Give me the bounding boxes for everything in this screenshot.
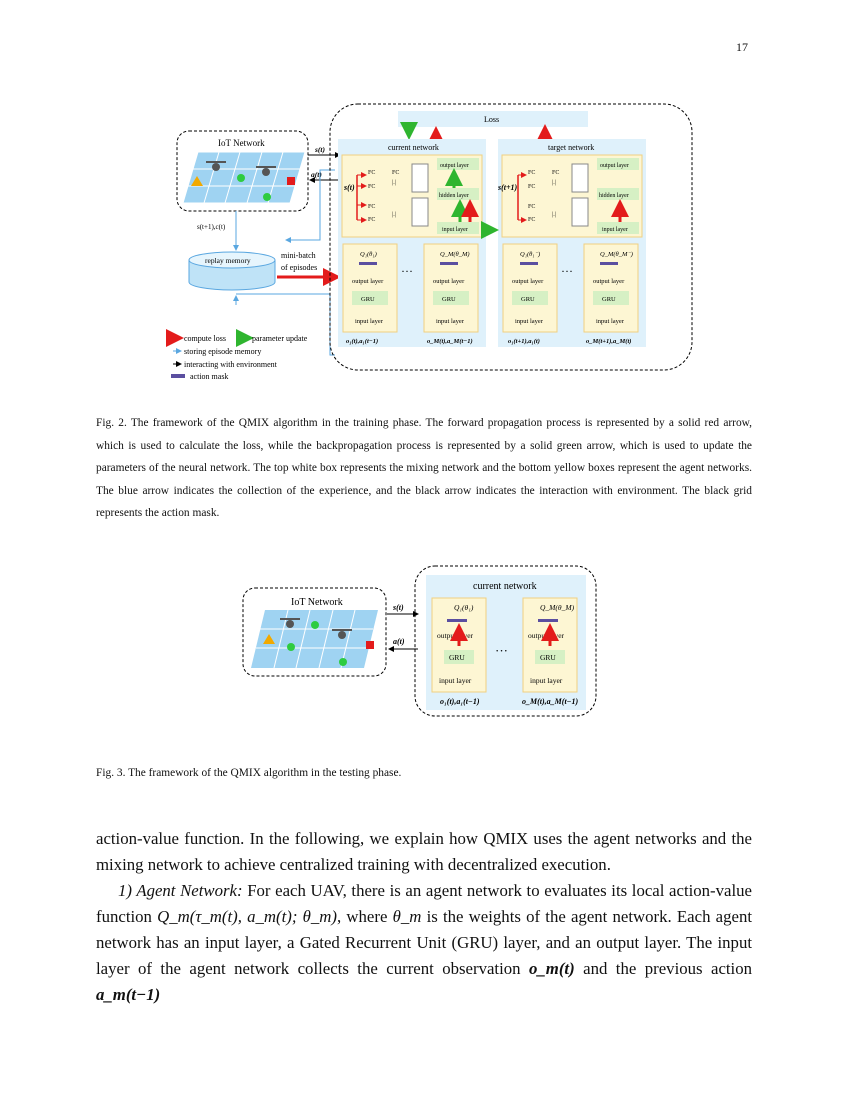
svg-text:GRU: GRU: [442, 296, 456, 303]
page-number: 17: [736, 40, 748, 54]
replay-memory-label: replay memory: [205, 256, 251, 265]
svg-text:FC: FC: [368, 184, 375, 190]
st1-label-mix: s(t+1): [497, 183, 518, 192]
uav-icon: [206, 161, 226, 171]
svg-text:GRU: GRU: [521, 296, 535, 303]
st-label-mix: s(t): [343, 183, 355, 192]
svg-text:output layer: output layer: [512, 278, 544, 285]
svg-text:input layer: input layer: [515, 318, 544, 325]
svg-text:|.|: |.|: [552, 180, 556, 186]
triangle-icon: [191, 176, 203, 186]
svg-text:compute loss: compute loss: [184, 334, 226, 343]
current-network-title: current network: [388, 143, 439, 152]
svg-text:o_M(t),a_M(t−1): o_M(t),a_M(t−1): [427, 338, 473, 345]
paragraph-1: action-value function. In the following,…: [96, 829, 752, 874]
svg-text:output layer: output layer: [433, 278, 465, 285]
iot-network-box: IoT Network: [176, 130, 309, 212]
svg-text:Q_M(θ_M): Q_M(θ_M): [540, 603, 575, 612]
st-label: s(t): [314, 145, 326, 154]
svg-text:output layer: output layer: [437, 631, 474, 640]
svg-text:Q₁(θ₁): Q₁(θ₁): [454, 603, 474, 612]
iot-network-box-fig3: IoT Network: [242, 587, 387, 677]
svg-text:output layer: output layer: [352, 278, 384, 285]
svg-text:parameter update: parameter update: [252, 334, 308, 343]
svg-text:Q_M(θ_M⁻): Q_M(θ_M⁻): [600, 251, 633, 258]
svg-text:···: ···: [401, 264, 413, 278]
iot-title: IoT Network: [218, 138, 265, 148]
svg-text:output layer: output layer: [593, 278, 625, 285]
svg-text:input layer: input layer: [442, 227, 468, 233]
svg-text:···: ···: [561, 264, 573, 278]
loss-label: Loss: [484, 115, 499, 124]
mini-batch-label-2: of episodes: [281, 263, 317, 272]
svg-text:|.|: |.|: [392, 180, 396, 186]
svg-text:s(t): s(t): [392, 603, 404, 612]
svg-text:GRU: GRU: [540, 653, 556, 662]
svg-text:GRU: GRU: [449, 653, 465, 662]
svg-text:FC: FC: [368, 217, 375, 223]
svg-text:IoT Network: IoT Network: [291, 597, 343, 608]
agent-networks: output layer GRU input layer Q₁(θ₁) outp…: [342, 243, 639, 345]
mini-batch-label-1: mini-batch: [281, 251, 316, 260]
svg-text:FC: FC: [552, 170, 559, 176]
svg-text:FC: FC: [392, 170, 399, 176]
svg-text:input layer: input layer: [355, 318, 384, 325]
svg-text:Q₁(θ₁⁻): Q₁(θ₁⁻): [520, 251, 540, 258]
svg-text:output layer: output layer: [528, 631, 565, 640]
svg-text:o_M(t+1),a_M(t): o_M(t+1),a_M(t): [586, 338, 631, 345]
svg-text:GRU: GRU: [602, 296, 616, 303]
svg-text:FC: FC: [528, 170, 535, 176]
target-network-title: target network: [548, 143, 594, 152]
red-square-icon: [287, 177, 295, 185]
paragraph-2: 1) Agent Network: For each UAV, there is…: [96, 881, 753, 1004]
svg-text:action mask: action mask: [190, 372, 228, 381]
svg-text:FC: FC: [528, 217, 535, 223]
figure-3: IoT Network s(t) a(t) current network Q₁…: [0, 560, 850, 720]
svg-text:interacting with environment: interacting with environment: [184, 360, 278, 369]
svg-text:o₁(t+1),a₁(t): o₁(t+1),a₁(t): [508, 338, 540, 345]
svg-text:input layer: input layer: [436, 318, 465, 325]
svg-text:FC: FC: [528, 204, 535, 210]
svg-text:FC: FC: [368, 204, 375, 210]
st1-ct-label: s(t+1),c(t): [197, 223, 226, 231]
svg-text:current network: current network: [473, 581, 537, 592]
at-label: a(t): [311, 170, 322, 179]
svg-text:|.|: |.|: [392, 212, 396, 218]
svg-text:o₁(t),a₁(t−1): o₁(t),a₁(t−1): [440, 697, 480, 706]
svg-text:hidden layer: hidden layer: [439, 193, 469, 199]
green-dot-icon: [237, 174, 245, 182]
svg-text:output layer: output layer: [600, 163, 629, 169]
svg-text:GRU: GRU: [361, 296, 375, 303]
legend: compute loss parameter update storing ep…: [166, 329, 308, 381]
svg-text:Q₁(θ₁): Q₁(θ₁): [360, 251, 377, 258]
svg-text:|.|: |.|: [552, 212, 556, 218]
svg-text:a(t): a(t): [393, 637, 405, 646]
green-dot-icon: [263, 193, 271, 201]
svg-text:o_M(t),a_M(t−1): o_M(t),a_M(t−1): [522, 697, 579, 706]
svg-text:hidden layer: hidden layer: [599, 193, 629, 199]
body-text: action-value function. In the following,…: [96, 826, 752, 1008]
svg-text:input layer: input layer: [602, 227, 628, 233]
figure-2-caption: Fig. 2. The framework of the QMIX algori…: [96, 417, 752, 520]
svg-text:storing episode memory: storing episode memory: [184, 347, 261, 356]
agent-network-heading: 1) Agent Network:: [118, 881, 243, 900]
svg-text:o₁(t),a₁(t−1): o₁(t),a₁(t−1): [346, 338, 378, 345]
svg-text:input layer: input layer: [530, 676, 563, 685]
svg-text:input layer: input layer: [439, 676, 472, 685]
svg-text:FC: FC: [368, 170, 375, 176]
svg-text:input layer: input layer: [596, 318, 625, 325]
svg-text:Q_M(θ_M): Q_M(θ_M): [440, 251, 470, 258]
svg-text:···: ···: [495, 643, 508, 658]
uav-icon: [256, 166, 276, 176]
figure-2: IoT Network s(t) a(t) s(t+1),c(t) replay…: [0, 0, 850, 400]
replay-memory: replay memory: [188, 251, 276, 291]
svg-text:output layer: output layer: [440, 163, 469, 169]
figure-3-caption: Fig. 3. The framework of the QMIX algori…: [96, 767, 402, 779]
svg-text:FC: FC: [528, 184, 535, 190]
